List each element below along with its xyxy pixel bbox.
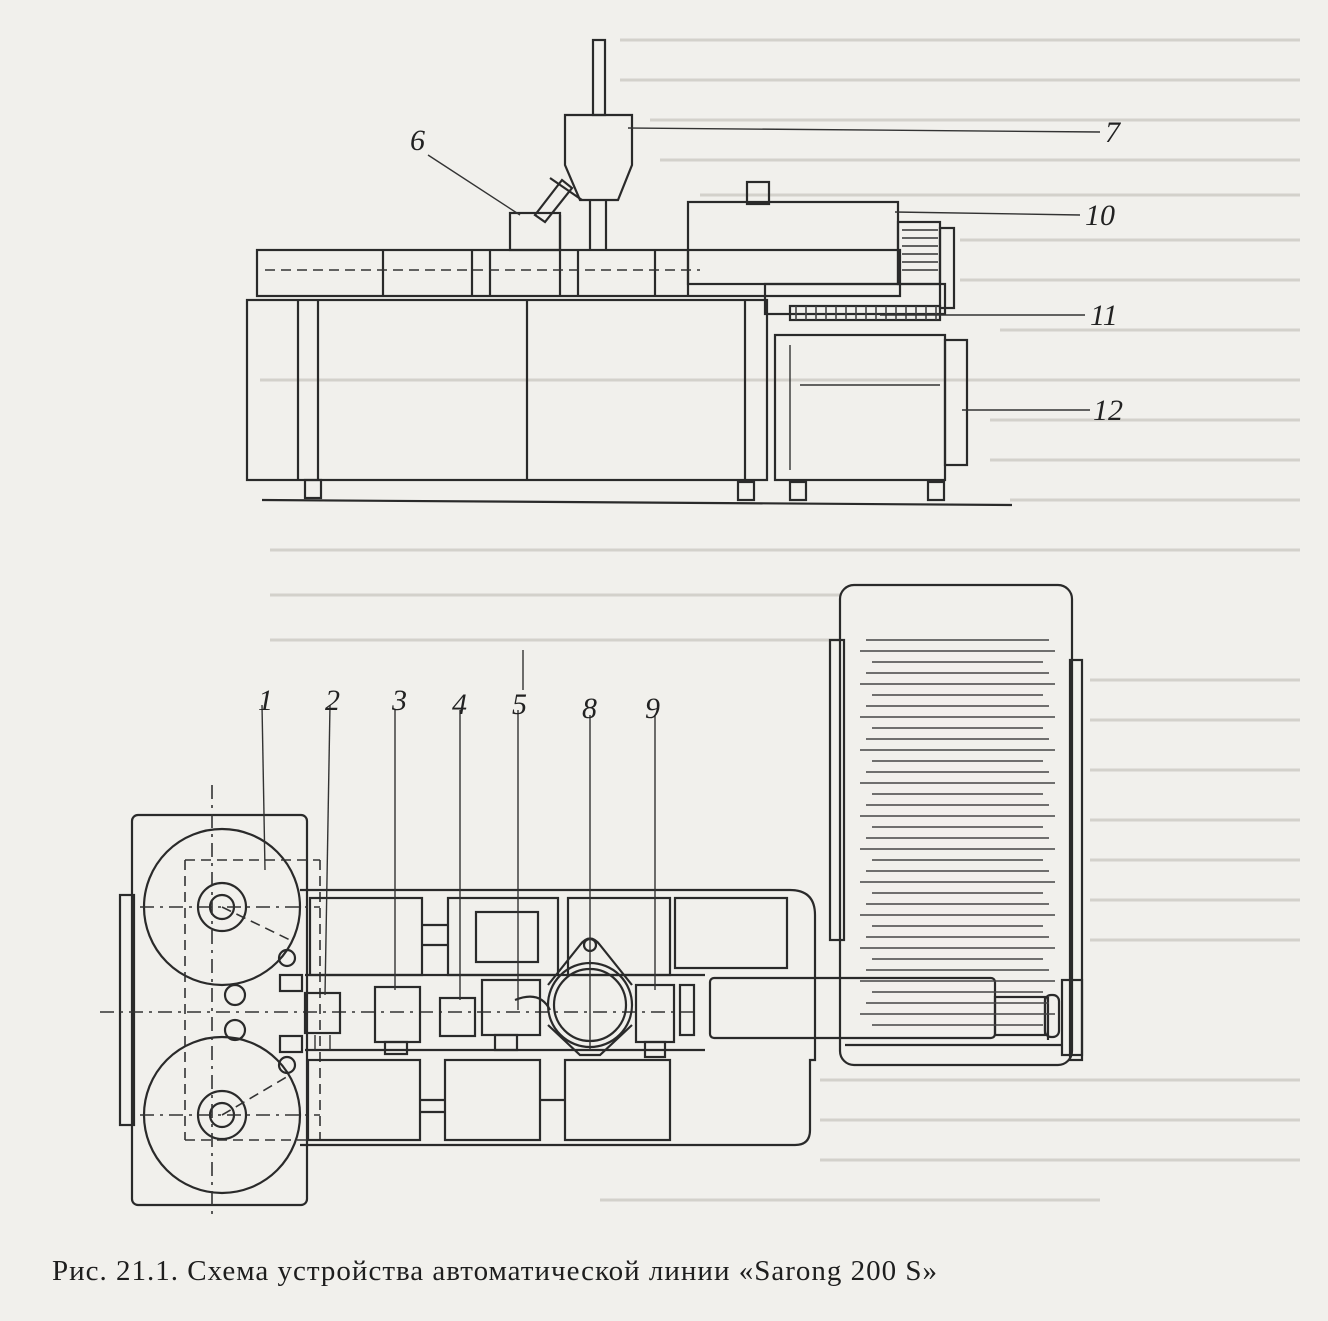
cross-sealer xyxy=(634,983,696,1059)
hopper-feed-rod xyxy=(591,38,607,117)
machine-feet xyxy=(303,478,946,502)
tension-block xyxy=(278,1034,304,1054)
leader-6 xyxy=(427,154,521,216)
leader-10 xyxy=(894,211,1081,216)
film-former xyxy=(303,991,342,1050)
plan-view: 1 2 3 4 5 8 9 xyxy=(100,583,1084,1215)
leader-2 xyxy=(324,704,331,996)
longitudinal-sealer xyxy=(373,985,422,1056)
film-reel-housing xyxy=(118,813,309,1207)
dosing-unit xyxy=(508,177,583,252)
label-2: 2 xyxy=(325,684,340,717)
label-10: 10 xyxy=(1085,199,1115,232)
lower-drive-blocks xyxy=(306,1058,672,1142)
tray-hatching xyxy=(860,639,1055,1026)
bleed-through-lines xyxy=(260,38,1300,1202)
label-6: 6 xyxy=(410,124,425,157)
guide-roller xyxy=(223,983,247,1007)
tension-block xyxy=(278,973,304,993)
label-11: 11 xyxy=(1090,299,1118,332)
main-frame-top-bar xyxy=(255,248,902,298)
label-9: 9 xyxy=(645,692,660,725)
sealing-unit xyxy=(686,180,942,286)
label-12: 12 xyxy=(1093,394,1123,427)
upper-drive-blocks xyxy=(308,896,789,977)
label-5: 5 xyxy=(512,688,527,721)
output-conveyor xyxy=(708,976,1061,1040)
label-3: 3 xyxy=(391,684,407,717)
receiving-tray xyxy=(828,583,1084,1067)
label-7: 7 xyxy=(1105,116,1122,149)
label-1: 1 xyxy=(258,684,273,717)
hopper xyxy=(563,113,634,250)
film-path xyxy=(184,859,321,1141)
guide-roller xyxy=(277,948,297,968)
side-elevation-view: 6 7 10 11 12 xyxy=(245,38,1123,507)
dosing-valve xyxy=(480,978,551,1052)
floor-line xyxy=(261,498,1013,507)
leader-7 xyxy=(627,127,1101,133)
main-frame-body xyxy=(245,298,769,482)
cutting-and-output-unit xyxy=(763,226,969,482)
label-8: 8 xyxy=(582,692,597,725)
guide-roller xyxy=(277,1055,297,1075)
label-4: 4 xyxy=(452,688,467,721)
guide-roller xyxy=(223,1018,247,1042)
figure-caption: Рис. 21.1. Схема устройства автоматическ… xyxy=(52,1255,939,1287)
filling-nozzle xyxy=(438,996,477,1038)
leader-1 xyxy=(261,704,266,871)
